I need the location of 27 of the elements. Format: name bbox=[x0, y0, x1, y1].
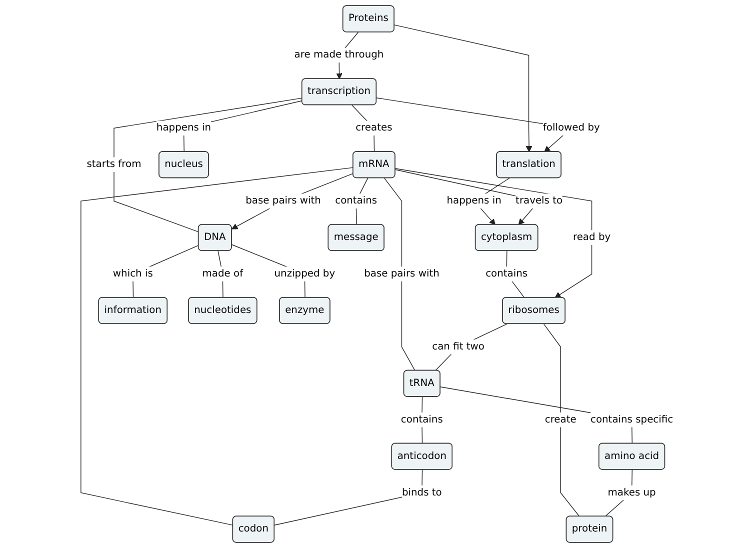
edge-label: which is bbox=[112, 268, 153, 280]
edge-label: are made through bbox=[294, 49, 384, 61]
edge-label: makes up bbox=[608, 486, 656, 498]
connector bbox=[543, 324, 580, 517]
edge-label: starts from bbox=[86, 158, 142, 170]
edge-label: create bbox=[544, 414, 576, 426]
edge-label: followed by bbox=[542, 122, 600, 134]
arrow bbox=[232, 173, 354, 230]
edge-label: contains bbox=[486, 268, 528, 280]
edge-label: made of bbox=[202, 268, 244, 280]
connector bbox=[440, 386, 632, 444]
edge-label: creates bbox=[356, 122, 392, 134]
edge-label: happens in bbox=[446, 195, 502, 206]
connector bbox=[384, 178, 416, 371]
edge-label: can fit two bbox=[432, 340, 484, 352]
edge-label: happens in bbox=[156, 122, 212, 134]
edge-label: contains bbox=[335, 195, 378, 206]
edge-label: read by bbox=[572, 232, 611, 243]
edge-label: contains bbox=[400, 414, 443, 426]
edge-label: binds to bbox=[402, 486, 442, 498]
edge-label: contains specific bbox=[590, 414, 674, 426]
connector bbox=[80, 167, 354, 526]
edge-label: base pairs with bbox=[364, 268, 440, 280]
edge-label: travels to bbox=[516, 195, 563, 206]
edge-label: unzipped by bbox=[274, 268, 336, 280]
arrow bbox=[394, 24, 532, 152]
edge-label: base pairs with bbox=[246, 195, 321, 206]
